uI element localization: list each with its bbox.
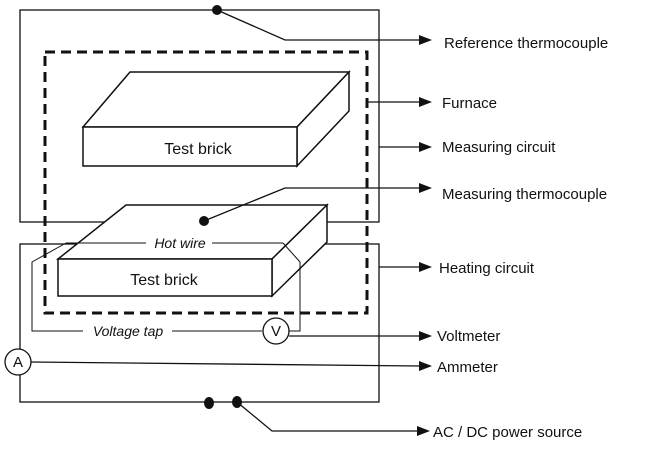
voltage-tap-left-wire xyxy=(31,242,83,332)
furnace-dashed-box xyxy=(43,50,369,315)
arrowheads xyxy=(417,35,432,436)
label-ammeter: Ammeter xyxy=(437,359,498,376)
arrow-reference-thermocouple xyxy=(419,35,432,45)
label-measuring-circuit: Measuring circuit xyxy=(442,139,556,156)
upper-brick-label: Test brick xyxy=(164,141,233,158)
upper-test-brick xyxy=(81,70,351,168)
arrow-measuring-circuit xyxy=(419,142,432,152)
arrow-heating-circuit xyxy=(419,262,432,272)
ammeter-leader xyxy=(30,361,421,367)
measuring-thermocouple-leader xyxy=(203,187,420,222)
power-source-leader xyxy=(236,401,418,432)
voltage-tap-label: Voltage tap xyxy=(93,323,164,339)
arrow-measuring-thermocouple xyxy=(419,183,432,193)
label-measuring-thermocouple: Measuring thermocouple xyxy=(442,186,607,203)
arrow-furnace xyxy=(419,97,432,107)
lower-test-brick xyxy=(55,203,329,298)
leader-lines xyxy=(30,9,421,432)
hot-wire-label: Hot wire xyxy=(154,235,206,251)
reference-thermocouple-leader xyxy=(216,9,420,41)
voltage-tap-right-wire xyxy=(282,242,301,332)
label-reference-thermocouple: Reference thermocouple xyxy=(444,35,608,52)
lower-brick-label: Test brick xyxy=(130,272,199,289)
ammeter-letter: A xyxy=(13,354,23,371)
arrow-ammeter xyxy=(419,361,432,371)
label-heating-circuit: Heating circuit xyxy=(439,260,535,277)
power-terminal-left xyxy=(204,397,214,409)
voltmeter-letter: V xyxy=(271,323,281,340)
arrow-power-source xyxy=(417,426,430,436)
voltmeter-symbol xyxy=(262,317,290,345)
label-furnace: Furnace xyxy=(442,95,497,112)
label-power-source: AC / DC power source xyxy=(433,424,582,441)
label-voltmeter: Voltmeter xyxy=(437,328,500,345)
arrow-voltmeter xyxy=(419,331,432,341)
